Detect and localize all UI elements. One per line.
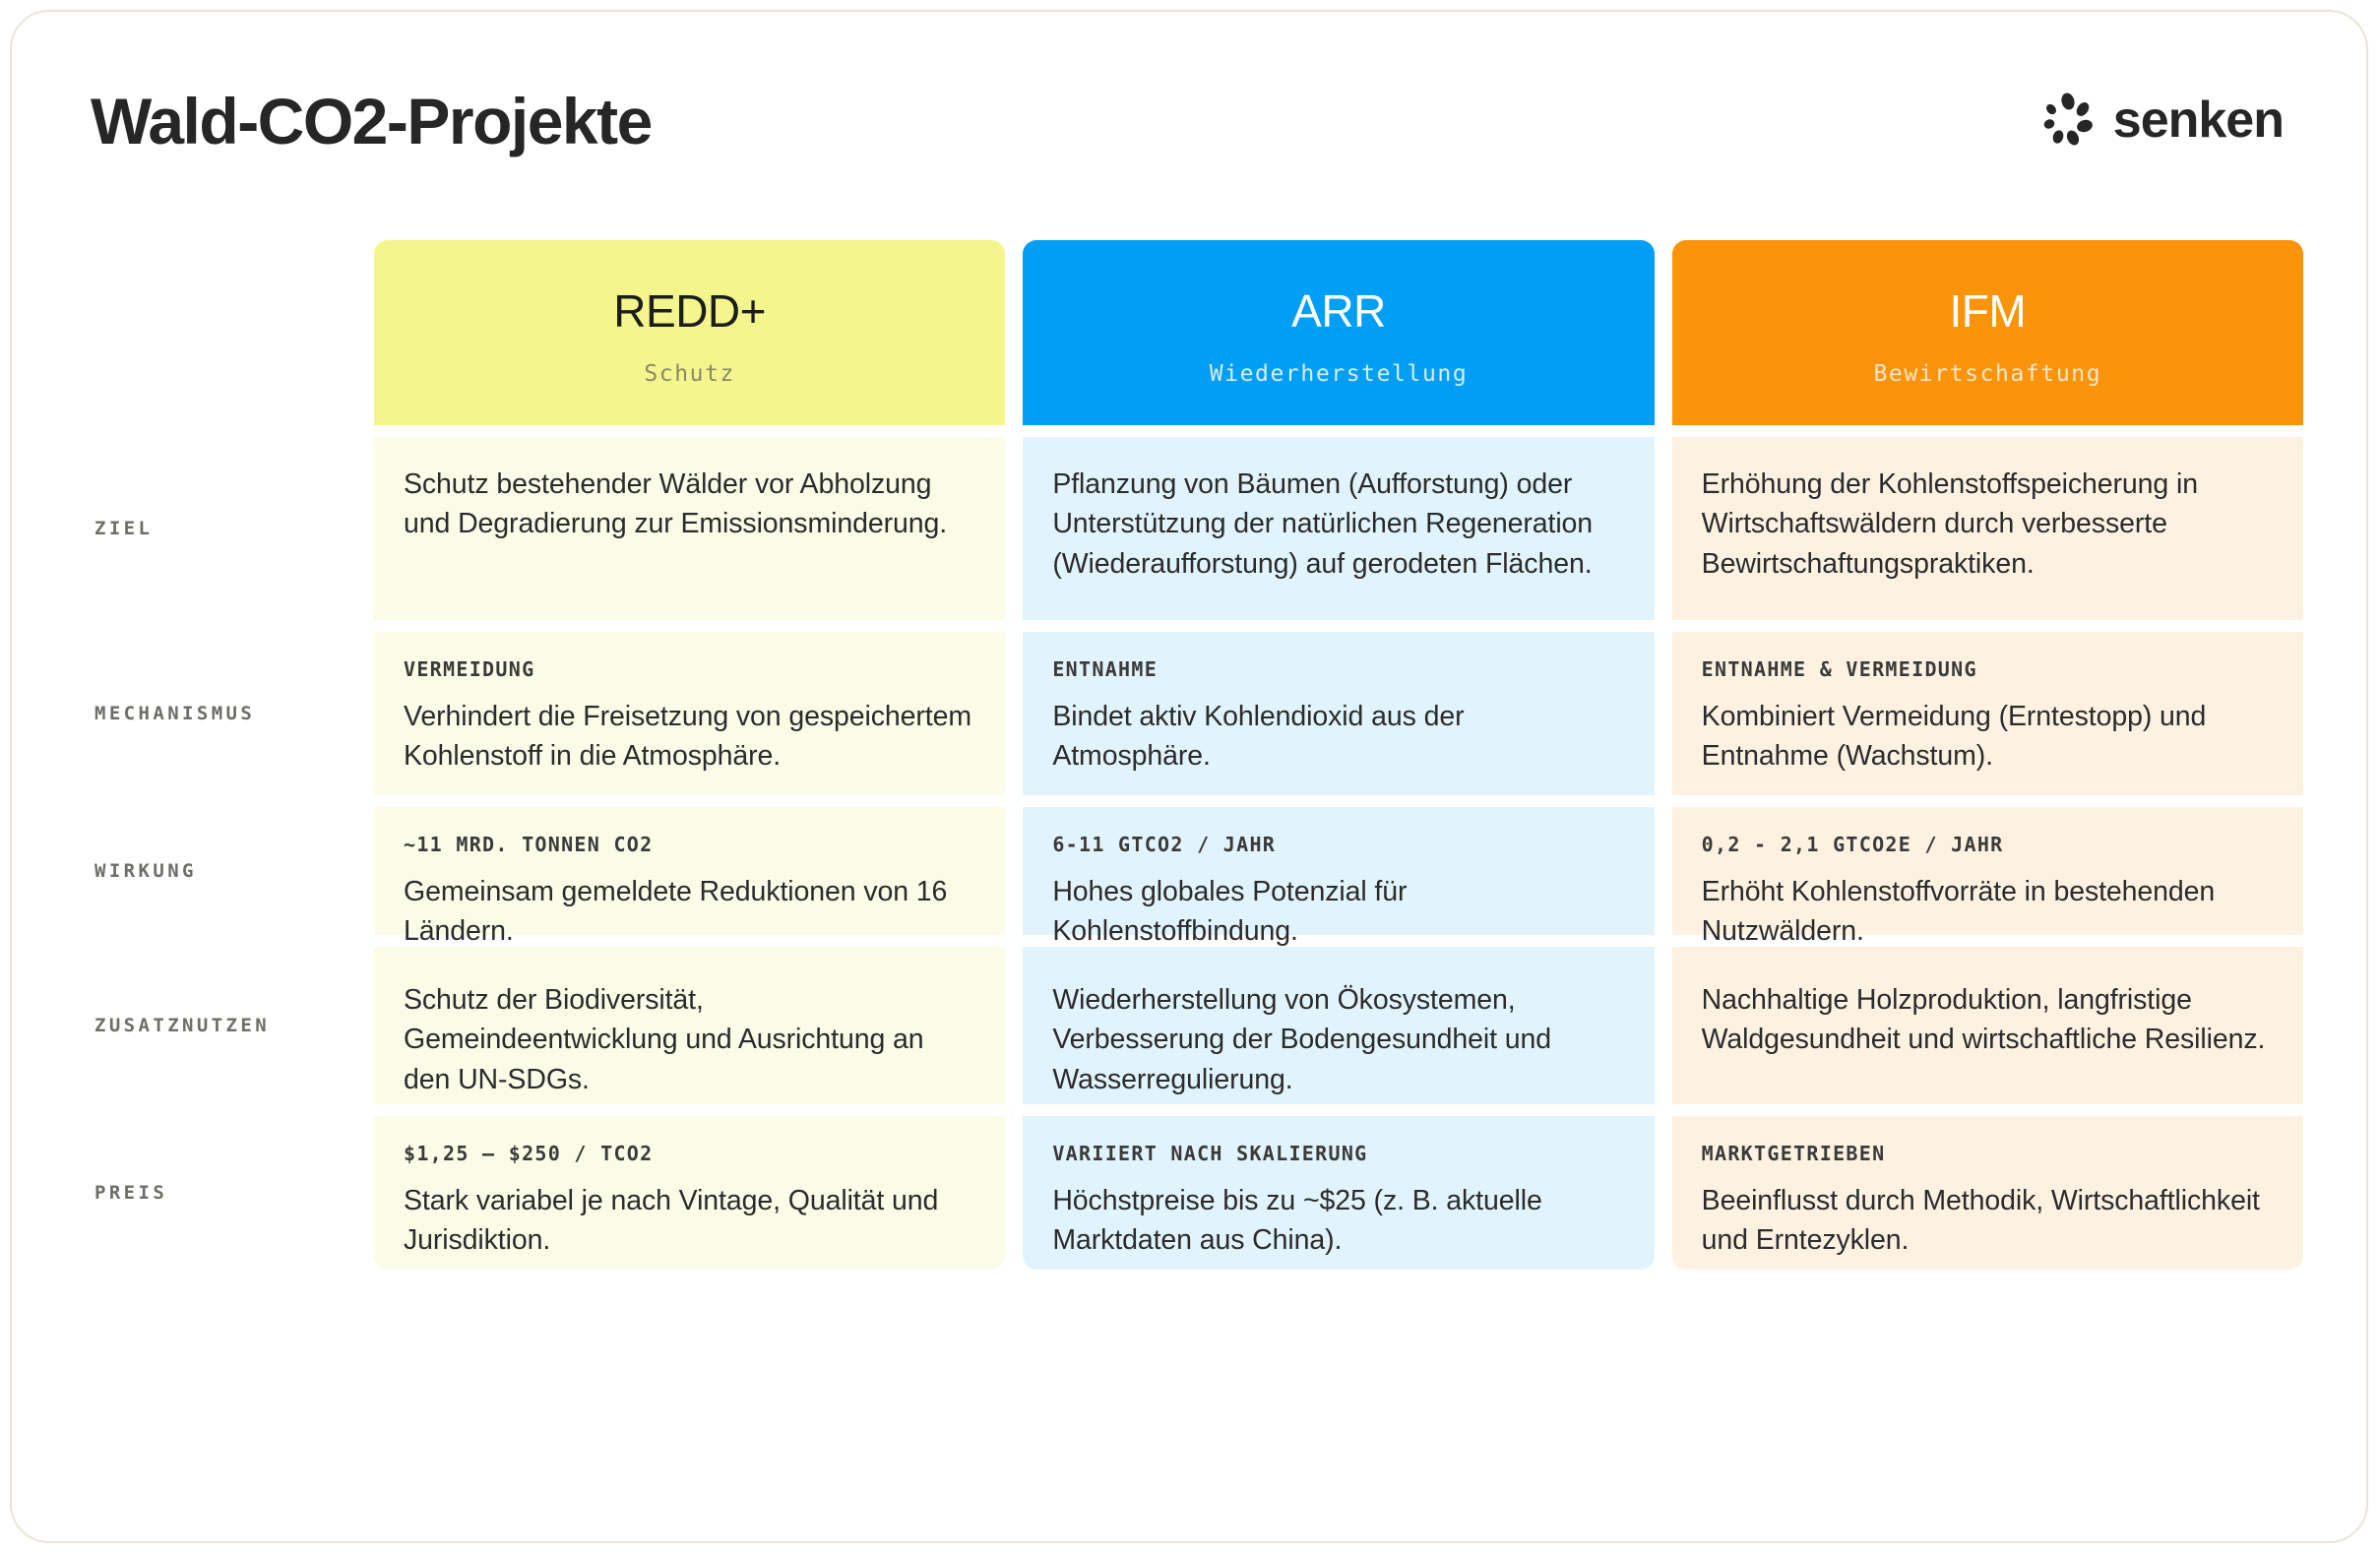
senken-flower-icon bbox=[2040, 93, 2096, 148]
cell-mechanismus-arr: ENTNAHME Bindet aktiv Kohlendioxid aus d… bbox=[1023, 632, 1655, 795]
column-subtitle-redd: Schutz bbox=[644, 360, 735, 387]
cell-wirkung-ifm: 0,2 - 2,1 GTCO2E / JAHR Erhöht Kohlensto… bbox=[1671, 807, 2303, 947]
cell-tag: ENTNAHME & VERMEIDUNG bbox=[1701, 657, 1977, 681]
table-row: WIRKUNG ~11 MRD. TONNEN CO2 Gemeinsam ge… bbox=[81, 807, 2303, 947]
cell-text: Erhöhung der Kohlenstoffspeicherung in W… bbox=[1701, 468, 2198, 580]
cell-wirkung-redd: ~11 MRD. TONNEN CO2 Gemeinsam gemeldete … bbox=[374, 807, 1006, 947]
column-header-ifm: IFM Bewirtschaftung bbox=[1671, 240, 2303, 425]
cell-text: Wiederherstellung von Ökosystemen, Verbe… bbox=[1052, 984, 1551, 1095]
row-label-spacer bbox=[81, 240, 356, 425]
cell-tag: ENTNAHME bbox=[1052, 657, 1159, 681]
cell-text: Verhindert die Freisetzung von gespeiche… bbox=[404, 701, 972, 773]
row-label-zusatznutzen: ZUSATZNUTZEN bbox=[94, 1015, 271, 1036]
cell-tag: VARIIERT NACH SKALIERUNG bbox=[1052, 1142, 1368, 1165]
cell-text: Gemeinsam gemeldete Reduktionen von 16 L… bbox=[404, 876, 948, 948]
cell-text: Hohes globales Potenzial für Kohlenstoff… bbox=[1052, 876, 1408, 948]
table-row: PREIS $1,25 – $250 / TCO2 Stark variabel… bbox=[81, 1116, 2303, 1270]
cell-text: Schutz bestehender Wälder vor Abholzung … bbox=[404, 468, 948, 540]
cell-text: Erhöht Kohlenstoffvorräte in bestehenden… bbox=[1701, 876, 2216, 948]
row-label-preis: PREIS bbox=[94, 1182, 168, 1204]
cell-text: Höchstpreise bis zu ~$25 (z. B. aktuelle… bbox=[1052, 1185, 1542, 1257]
comparison-card: Wald-CO2-Projekte senken bbox=[10, 10, 2368, 1543]
cell-text: Stark variabel je nach Vintage, Qualität… bbox=[404, 1185, 939, 1257]
cell-mechanismus-ifm: ENTNAHME & VERMEIDUNG Kombiniert Vermeid… bbox=[1671, 632, 2303, 795]
cell-tag: MARKTGETRIEBEN bbox=[1701, 1142, 1886, 1165]
brand-name: senken bbox=[2112, 92, 2285, 149]
cell-zusatznutzen-ifm: Nachhaltige Holzproduktion, langfristige… bbox=[1671, 947, 2303, 1104]
cell-tag: ~11 MRD. TONNEN CO2 bbox=[404, 833, 654, 856]
cell-text: Bindet aktiv Kohlendioxid aus der Atmosp… bbox=[1052, 701, 1465, 773]
cell-zusatznutzen-arr: Wiederherstellung von Ökosystemen, Verbe… bbox=[1023, 947, 1655, 1104]
cell-preis-redd: $1,25 – $250 / TCO2 Stark variabel je na… bbox=[374, 1116, 1006, 1270]
brand-lockup: senken bbox=[2040, 92, 2285, 149]
table-header-row: REDD+ Schutz ARR Wiederherstellung IFM B… bbox=[81, 240, 2303, 425]
row-label-wirkung: WIRKUNG bbox=[94, 860, 197, 882]
cell-text: Kombiniert Vermeidung (Erntestopp) und E… bbox=[1701, 701, 2207, 773]
row-label-mechanismus: MECHANISMUS bbox=[94, 703, 256, 724]
cell-tag: $1,25 – $250 / TCO2 bbox=[404, 1142, 654, 1165]
cell-text: Nachhaltige Holzproduktion, langfristige… bbox=[1701, 984, 2266, 1056]
cell-ziel-arr: Pflanzung von Bäumen (Aufforstung) oder … bbox=[1023, 437, 1655, 620]
cell-tag: 6-11 GTCO2 / JAHR bbox=[1052, 833, 1277, 856]
cell-ziel-ifm: Erhöhung der Kohlenstoffspeicherung in W… bbox=[1671, 437, 2303, 620]
cell-preis-arr: VARIIERT NACH SKALIERUNG Höchstpreise bi… bbox=[1023, 1116, 1655, 1270]
project-comparison-table: REDD+ Schutz ARR Wiederherstellung IFM B… bbox=[81, 240, 2303, 1270]
column-title-ifm: IFM bbox=[1949, 284, 2027, 337]
column-title-arr: ARR bbox=[1291, 284, 1386, 337]
cell-text: Beeinflusst durch Methodik, Wirtschaftli… bbox=[1701, 1185, 2260, 1257]
cell-wirkung-arr: 6-11 GTCO2 / JAHR Hohes globales Potenzi… bbox=[1023, 807, 1655, 947]
cell-text: Schutz der Biodiversität, Gemeindeentwic… bbox=[404, 984, 924, 1095]
table-row: ZUSATZNUTZEN Schutz der Biodiversität, G… bbox=[81, 947, 2303, 1104]
cell-preis-ifm: MARKTGETRIEBEN Beeinflusst durch Methodi… bbox=[1671, 1116, 2303, 1270]
column-title-redd: REDD+ bbox=[613, 284, 767, 337]
column-subtitle-arr: Wiederherstellung bbox=[1209, 360, 1469, 387]
cell-tag: 0,2 - 2,1 GTCO2E / JAHR bbox=[1701, 833, 2004, 856]
row-label-ziel: ZIEL bbox=[94, 518, 154, 539]
column-header-redd: REDD+ Schutz bbox=[374, 240, 1006, 425]
cell-zusatznutzen-redd: Schutz der Biodiversität, Gemeindeentwic… bbox=[374, 947, 1006, 1104]
column-subtitle-ifm: Bewirtschaftung bbox=[1873, 360, 2102, 387]
table-row: MECHANISMUS VERMEIDUNG Verhindert die Fr… bbox=[81, 632, 2303, 795]
page-header: Wald-CO2-Projekte senken bbox=[12, 12, 2366, 199]
column-header-arr: ARR Wiederherstellung bbox=[1023, 240, 1655, 425]
cell-mechanismus-redd: VERMEIDUNG Verhindert die Freisetzung vo… bbox=[374, 632, 1006, 795]
table-row: ZIEL Schutz bestehender Wälder vor Abhol… bbox=[81, 437, 2303, 620]
page-title: Wald-CO2-Projekte bbox=[91, 85, 653, 157]
cell-ziel-redd: Schutz bestehender Wälder vor Abholzung … bbox=[374, 437, 1006, 620]
cell-tag: VERMEIDUNG bbox=[404, 657, 535, 681]
cell-text: Pflanzung von Bäumen (Aufforstung) oder … bbox=[1052, 468, 1594, 580]
